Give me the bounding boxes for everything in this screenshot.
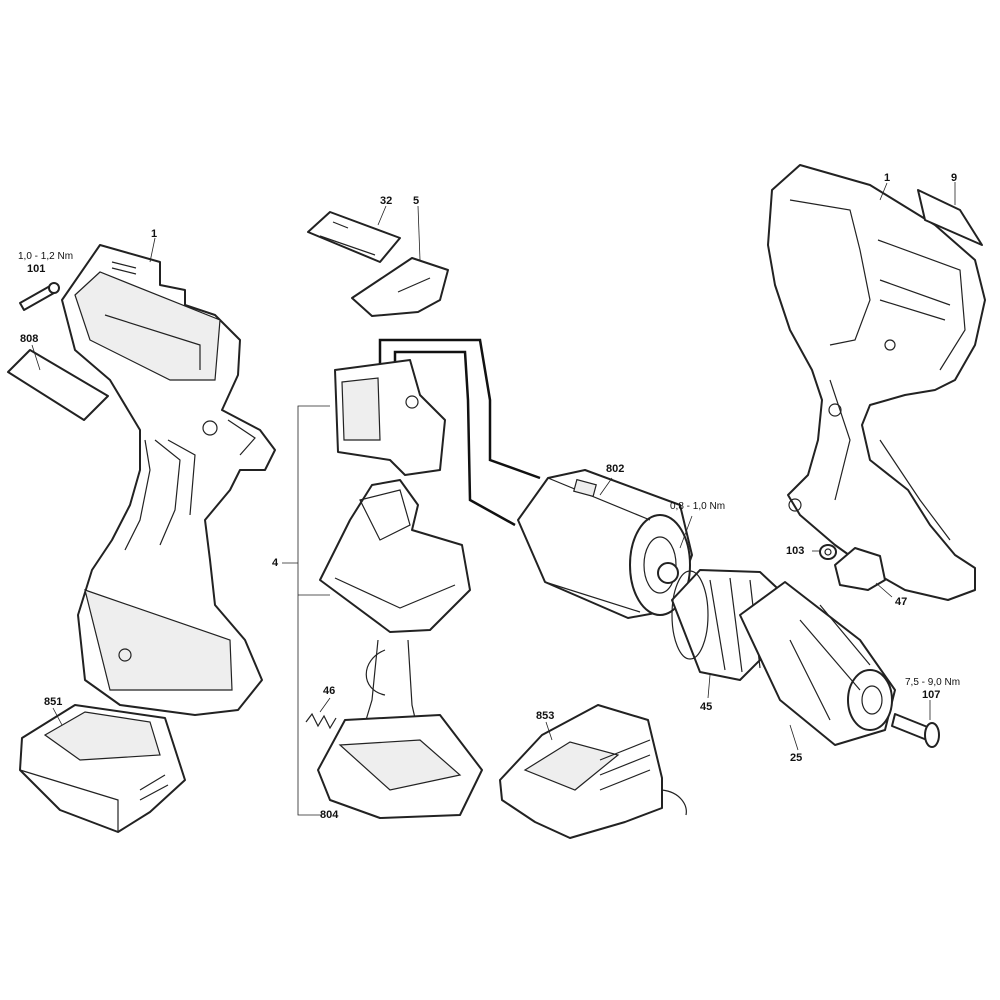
chuck-25	[739, 581, 896, 746]
battery-pack-851	[19, 704, 186, 833]
torque-802: 0,8 - 1,0 Nm	[670, 501, 726, 512]
callout-46: 46	[323, 685, 336, 697]
leader-47	[875, 582, 893, 598]
screw-107	[891, 713, 940, 748]
callout-25: 25	[790, 752, 803, 764]
callout-5: 5	[413, 195, 420, 207]
callout-1-left: 1	[151, 228, 158, 240]
motor-wire-lower	[393, 350, 516, 527]
nut-103	[819, 544, 837, 560]
callout-101: 101	[27, 263, 46, 275]
label-9	[917, 189, 983, 246]
left-housing-half	[61, 244, 276, 716]
terminal-holder-804	[317, 714, 483, 819]
right-housing-half	[767, 164, 986, 601]
callout-47: 47	[895, 596, 908, 608]
label-sticker-808	[7, 349, 109, 421]
callout-32: 32	[380, 195, 393, 207]
torque-107: 7,5 - 9,0 Nm	[905, 677, 961, 688]
callout-804: 804	[320, 809, 339, 821]
leader-802	[599, 477, 613, 496]
motor-wire-upper	[378, 338, 541, 480]
switch-module-4	[334, 359, 446, 476]
callout-853: 853	[536, 710, 555, 722]
switch-cover-5	[351, 257, 449, 317]
callout-103: 103	[786, 545, 805, 557]
callout-851: 851	[44, 696, 63, 708]
switch-slider-32	[307, 211, 401, 263]
callout-808: 808	[20, 333, 39, 345]
callout-1-right: 1	[884, 172, 891, 184]
callout-802: 802	[606, 463, 625, 475]
charger-853	[499, 704, 687, 839]
callout-4: 4	[272, 557, 279, 569]
callout-9: 9	[951, 172, 958, 184]
spring-46	[305, 712, 337, 730]
contact-plate	[319, 479, 471, 633]
bracket-4	[282, 405, 330, 816]
callout-107: 107	[922, 689, 941, 701]
rotation-switch-47	[834, 547, 886, 591]
torque-101: 1,0 - 1,2 Nm	[18, 251, 74, 262]
screw-101	[19, 282, 60, 311]
callout-45: 45	[700, 701, 713, 713]
motor-802	[517, 469, 693, 619]
